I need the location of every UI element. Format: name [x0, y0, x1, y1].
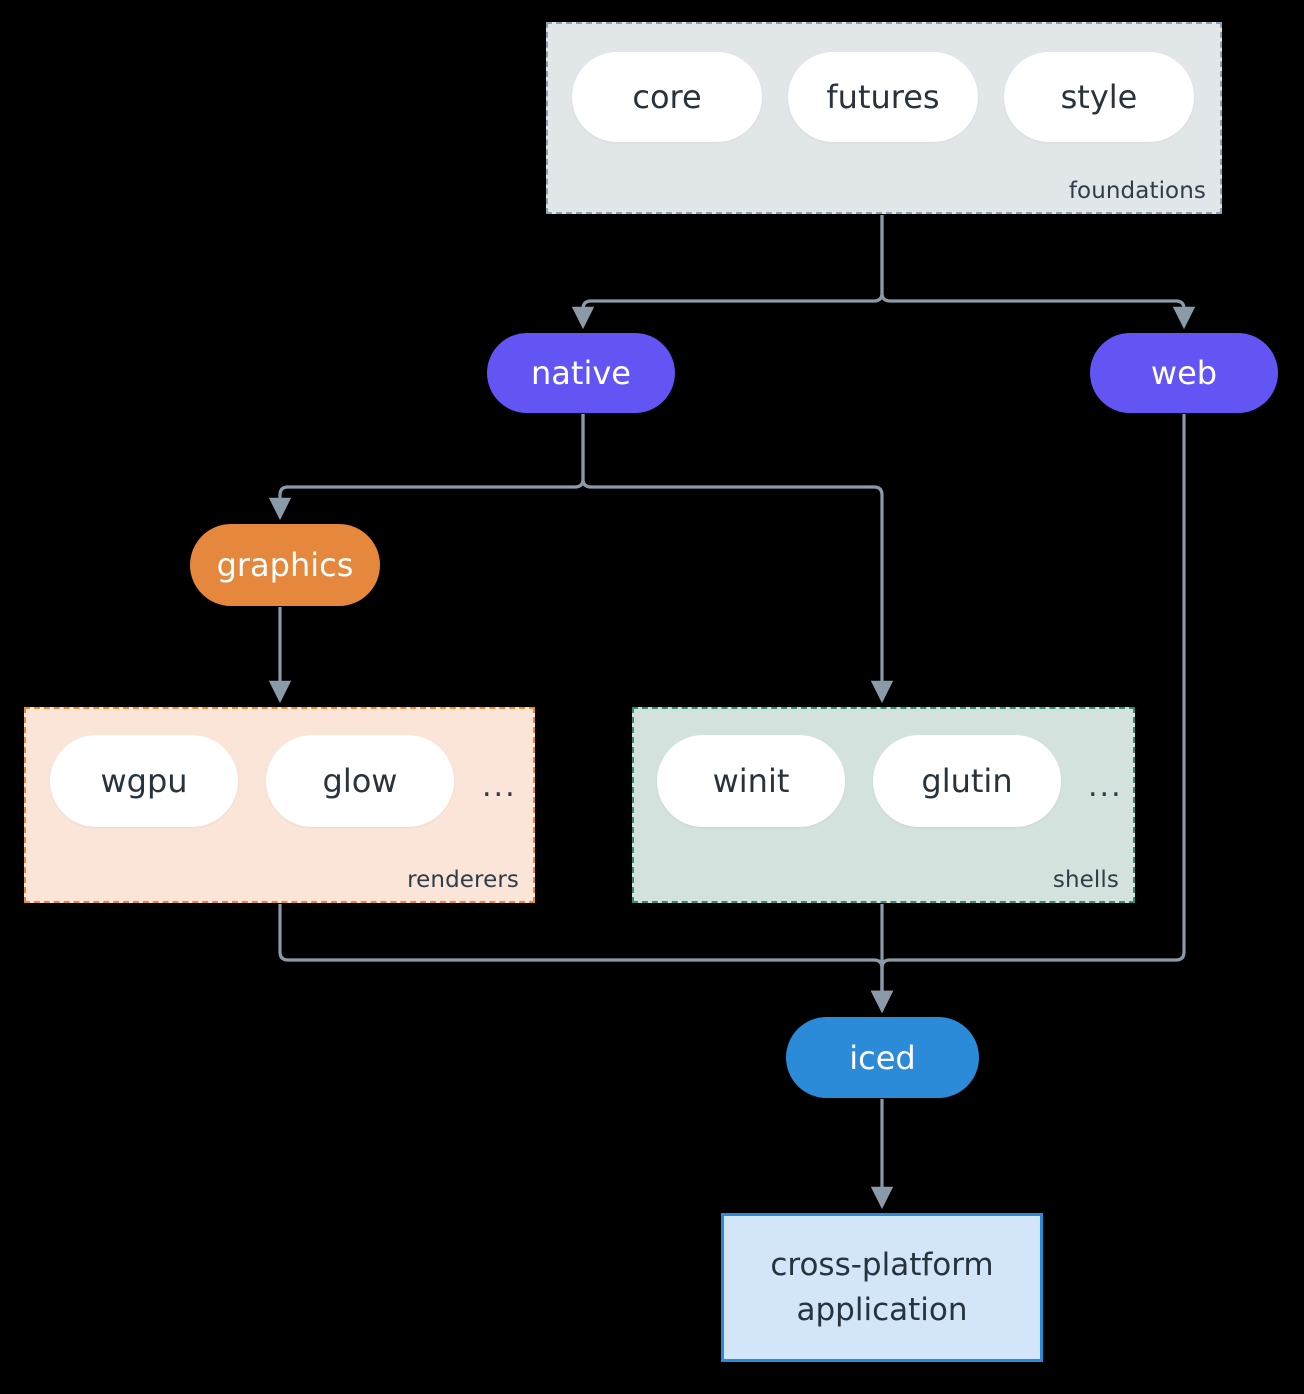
node-wgpu[interactable]: wgpu — [50, 735, 238, 827]
node-web[interactable]: web — [1090, 333, 1278, 413]
application-label-line2: application — [796, 1291, 968, 1328]
node-glutin[interactable]: glutin — [873, 735, 1061, 827]
node-native-label: native — [531, 354, 631, 392]
edge-renderers-iced — [278, 904, 894, 1014]
node-winit[interactable]: winit — [657, 735, 845, 827]
edge-native-graphics — [268, 414, 585, 521]
node-style-label: style — [1060, 78, 1138, 116]
node-web-label: web — [1150, 354, 1218, 392]
node-iced-label: iced — [849, 1038, 916, 1077]
node-more-renderers: ... — [482, 769, 517, 804]
edge-foundations-native — [571, 215, 884, 330]
node-winit-label: winit — [712, 762, 790, 800]
node-cross-platform-application[interactable]: cross-platform application — [721, 1213, 1043, 1362]
node-style[interactable]: style — [1004, 52, 1194, 142]
node-core[interactable]: core — [572, 52, 762, 142]
node-native[interactable]: native — [487, 333, 675, 413]
node-graphics-label: graphics — [216, 546, 354, 584]
node-iced[interactable]: iced — [786, 1017, 979, 1098]
cluster-renderers-label: renderers — [407, 867, 519, 893]
node-more-shells: ... — [1088, 769, 1123, 804]
application-label-line1: cross-platform — [770, 1247, 994, 1284]
node-glow[interactable]: glow — [266, 735, 454, 827]
cluster-shells-label: shells — [1052, 867, 1119, 893]
node-wgpu-label: wgpu — [100, 762, 188, 800]
node-core-label: core — [632, 78, 702, 116]
cluster-foundations-label: foundations — [1068, 178, 1206, 204]
node-futures[interactable]: futures — [788, 52, 978, 142]
node-glow-label: glow — [322, 762, 398, 800]
node-futures-label: futures — [826, 78, 940, 116]
node-graphics[interactable]: graphics — [190, 524, 380, 606]
edge-native-shells — [581, 414, 894, 704]
edge-foundations-web — [880, 215, 1196, 330]
node-glutin-label: glutin — [921, 762, 1013, 800]
